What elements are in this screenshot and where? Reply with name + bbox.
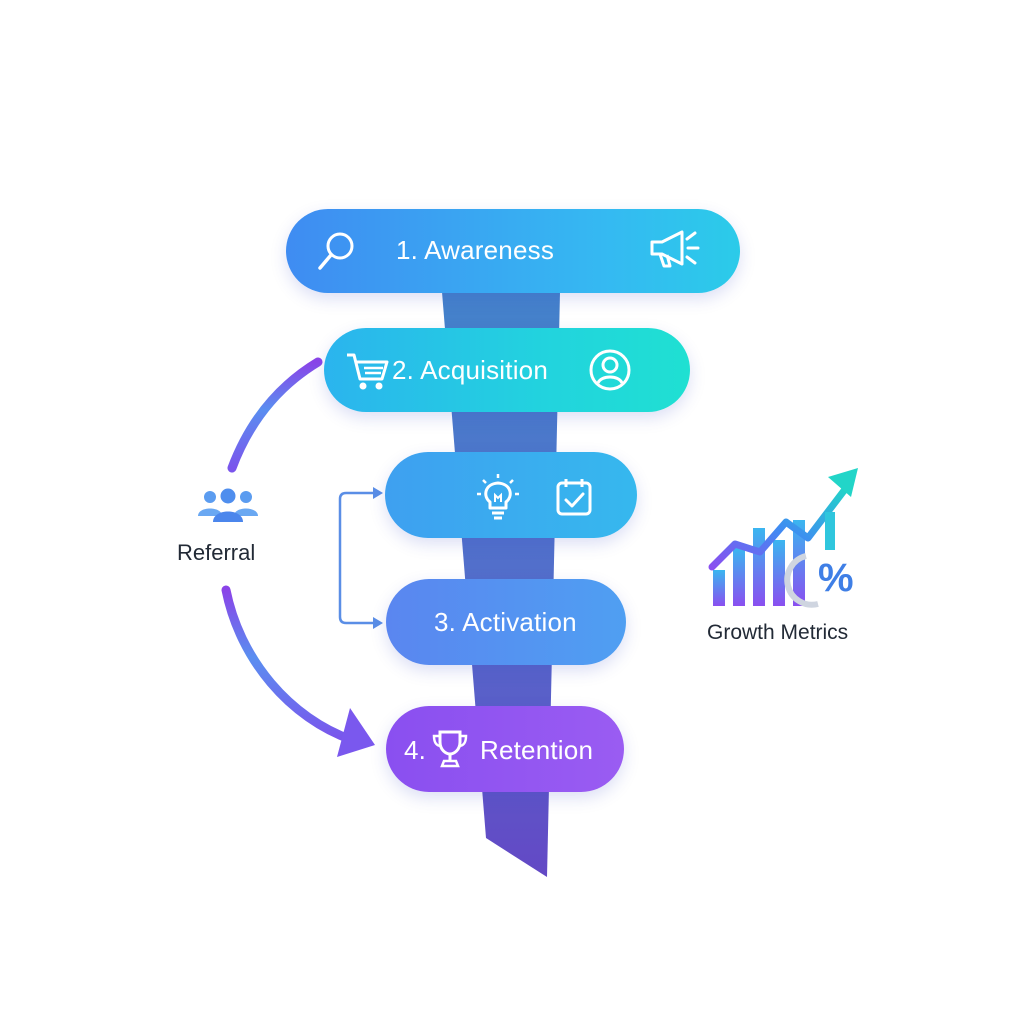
stage-awareness-pill[interactable]	[286, 209, 740, 293]
referral-label: Referral	[177, 540, 256, 565]
stage-activation-label: 3. Activation	[434, 607, 577, 637]
stage-acquisition-label: 2. Acquisition	[392, 355, 549, 385]
user-circle-icon	[589, 349, 631, 391]
stage-awareness-label: 1. Awareness	[396, 235, 555, 265]
megaphone-icon	[650, 230, 700, 268]
rising-chart-percent-icon	[708, 468, 858, 608]
calendar-check-icon	[556, 479, 592, 516]
search-icon	[318, 232, 354, 270]
stage-retention-label: Retention	[480, 735, 594, 765]
shopping-cart-icon	[347, 353, 389, 390]
bracket-arrow-bottom	[373, 617, 383, 629]
referral-arrow-head	[337, 708, 375, 757]
stage-activation-pill[interactable]	[386, 579, 626, 665]
percent-symbol: %	[818, 556, 854, 600]
referral-arc-bottom	[221, 585, 357, 745]
lightbulb-icon	[477, 474, 519, 520]
users-group-icon	[198, 488, 258, 522]
stage-retention-pill[interactable]	[386, 706, 624, 792]
bracket-arrow-top	[373, 487, 383, 499]
growth-metrics-label: Growth Metrics	[707, 621, 849, 644]
loop-bracket	[338, 491, 376, 625]
referral-arc-top	[227, 357, 323, 473]
trophy-icon	[432, 730, 468, 768]
stage-retention-number: 4.	[404, 735, 427, 765]
